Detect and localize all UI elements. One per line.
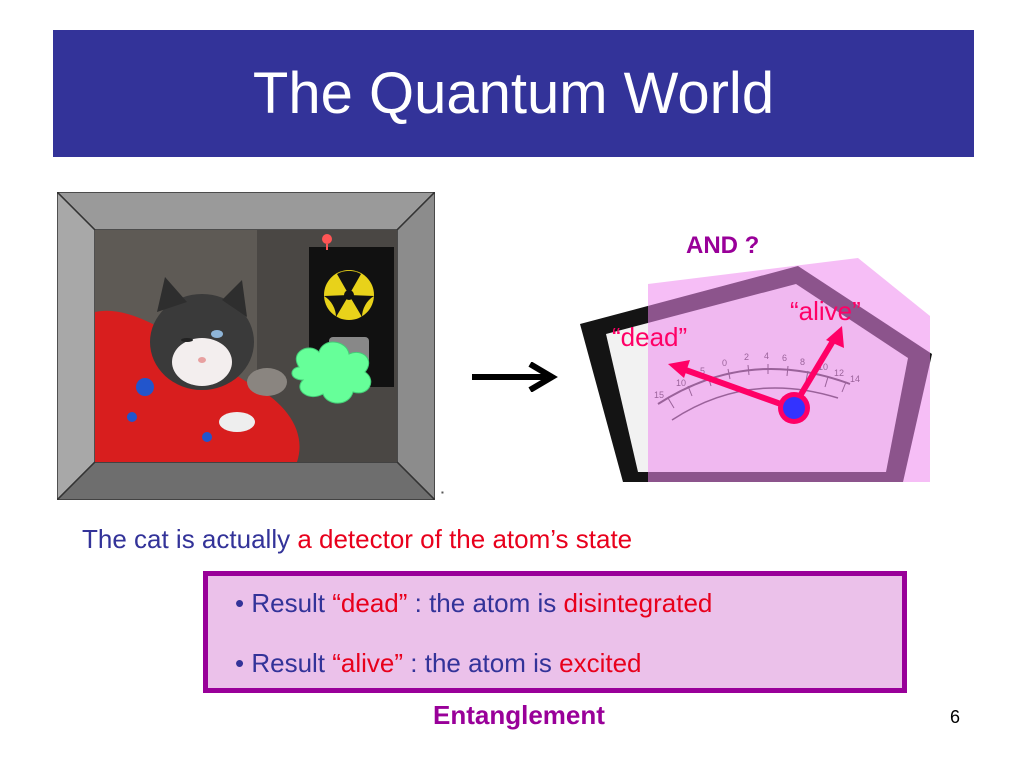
poison-gas-cloud	[291, 341, 372, 404]
kitten-ear-right	[222, 280, 247, 317]
title-bar: The Quantum World	[53, 30, 974, 157]
slide-title: The Quantum World	[252, 61, 775, 126]
result-dead-item: • Result “dead” : the atom is disintegra…	[235, 588, 712, 619]
box-right-wall	[396, 192, 435, 500]
alive-label: “alive”	[790, 296, 861, 326]
statement-highlight: a detector of the atom’s state	[297, 524, 633, 554]
kitten-paw	[247, 368, 287, 396]
right-arrow-icon	[472, 362, 558, 392]
result-quoted: “dead”	[332, 588, 408, 618]
superposition-overlay	[648, 258, 930, 482]
results-box: • Result “dead” : the atom is disintegra…	[203, 571, 907, 693]
page-number: 6	[950, 707, 961, 727]
and-question-label: AND ?	[686, 232, 760, 259]
result-alive-item: • Result “alive” : the atom is excited	[235, 648, 642, 679]
cat-box-illustration	[57, 192, 435, 500]
bullet-prefix: • Result	[235, 648, 333, 678]
trigger-light	[322, 234, 332, 244]
bullet-prefix: • Result	[235, 588, 333, 618]
analog-meter-illustration: 15 10 5 0 2 4 6 8 10 12 14	[580, 258, 932, 482]
result-quoted: “alive”	[332, 648, 404, 678]
box-bottom-wall	[57, 461, 435, 500]
kitten-ear-left	[157, 277, 187, 312]
statement-prefix: The cat is actually	[82, 524, 298, 554]
corner-mark: ▪	[441, 488, 444, 497]
entanglement-label: Entanglement	[433, 700, 605, 730]
dead-pointer	[678, 365, 794, 411]
pivot-dot	[783, 397, 805, 419]
kitten-eye	[211, 330, 223, 338]
box-top-wall	[57, 192, 435, 231]
pillow-dot	[136, 378, 154, 396]
result-middle: : the atom is	[403, 648, 560, 678]
detector-statement: The cat is actually a detector of the at…	[82, 524, 632, 555]
result-state: excited	[559, 648, 642, 678]
result-state: disintegrated	[563, 588, 713, 618]
result-middle: : the atom is	[407, 588, 564, 618]
box-left-wall	[57, 192, 96, 500]
dead-label: “dead”	[612, 322, 688, 352]
